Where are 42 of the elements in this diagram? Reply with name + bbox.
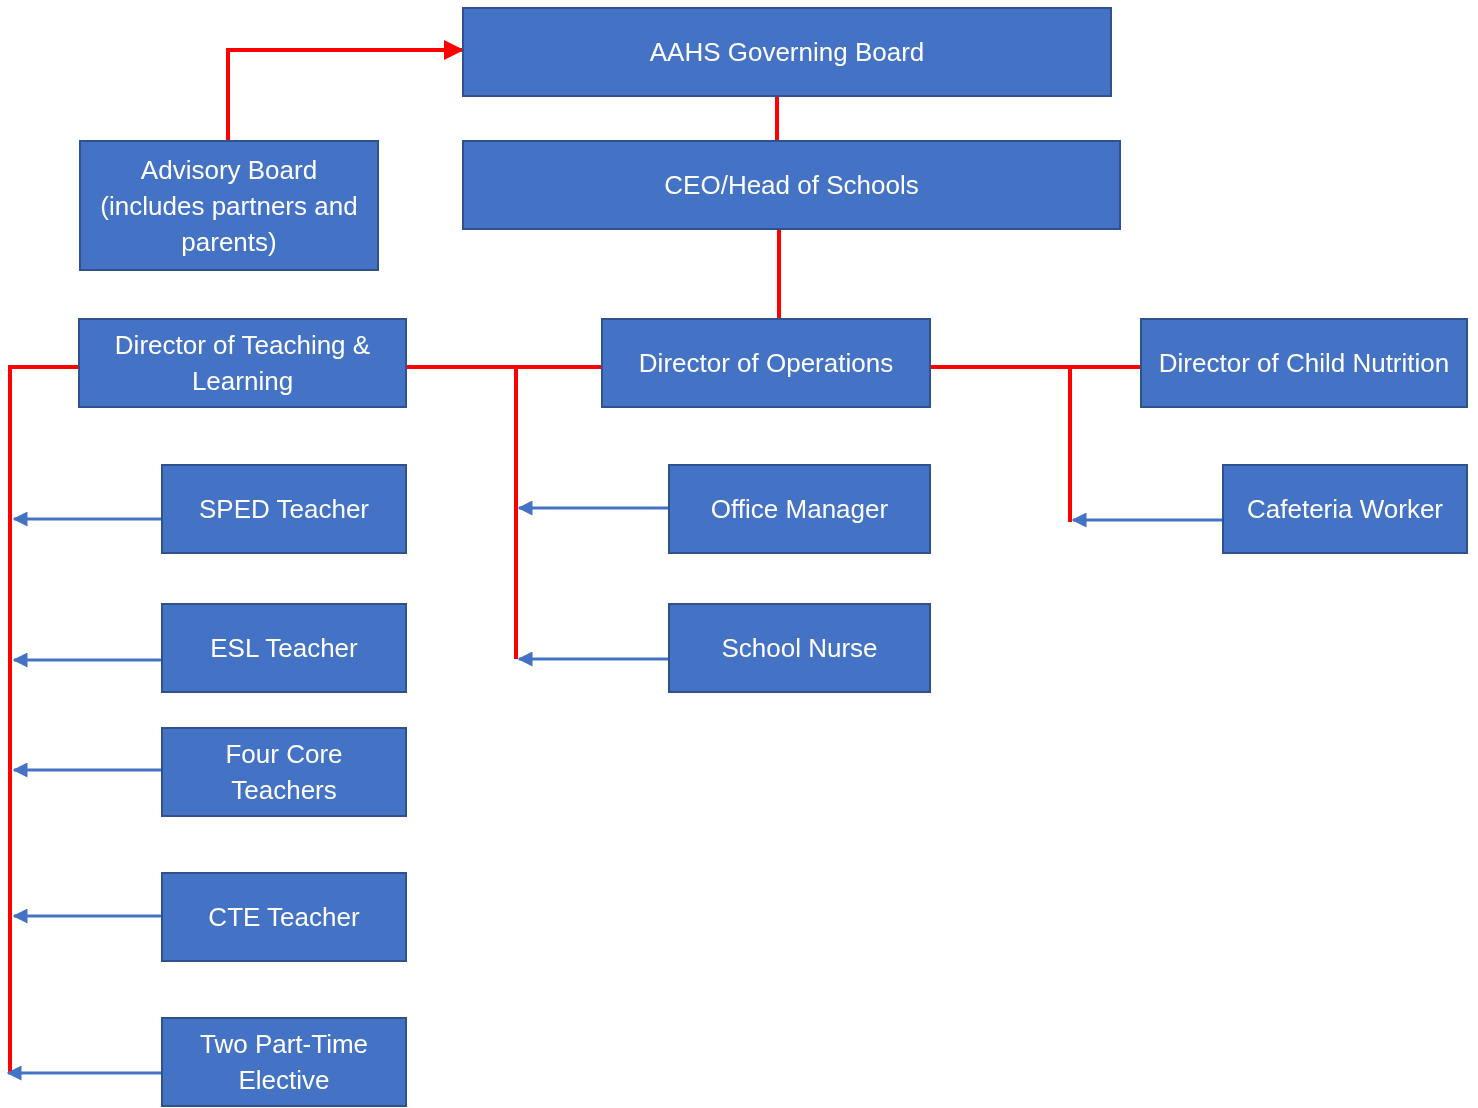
connector-line <box>777 230 781 318</box>
org-box <box>601 318 931 408</box>
arrow <box>517 500 668 516</box>
box-label: CEO/Head of Schools <box>663 169 920 202</box>
org-box <box>79 140 379 271</box>
arrow <box>226 40 464 140</box>
arrow <box>1071 512 1222 528</box>
box-label: School Nurse <box>720 632 879 665</box>
arrow <box>6 1065 161 1081</box>
org-box <box>161 464 407 554</box>
box-label: SPED Teacher <box>197 493 371 526</box>
org-box <box>1140 318 1468 408</box>
box-label: Office Manager <box>709 493 890 526</box>
org-box <box>668 464 931 554</box>
arrow <box>12 762 161 778</box>
org-box <box>161 872 407 962</box>
arrow <box>12 511 161 527</box>
box-label: AAHS Governing Board <box>648 36 926 69</box>
org-box <box>161 1017 407 1107</box>
org-box <box>462 140 1121 230</box>
box-label: CTE Teacher <box>207 901 361 934</box>
arrow <box>12 908 161 924</box>
connector-line <box>775 97 779 140</box>
org-box <box>78 318 407 408</box>
org-box <box>462 7 1112 97</box>
box-label: Director of Teaching & Learning <box>113 329 372 398</box>
org-box <box>668 603 931 693</box>
arrow <box>517 651 668 667</box>
org-box <box>161 727 407 817</box>
org-box <box>161 603 407 693</box>
box-label: Director of Operations <box>637 347 895 380</box>
box-label: Cafeteria Worker <box>1246 493 1444 526</box>
box-label: Advisory Board (includes partners and parents) <box>99 153 359 259</box>
box-label: Director of Child Nutrition <box>1157 347 1451 380</box>
box-label: ESL Teacher <box>209 632 359 665</box>
connector-line <box>514 365 601 659</box>
connector-line <box>1068 365 1140 522</box>
org-box <box>1222 464 1468 554</box>
box-label: Four Core Teachers <box>224 738 344 807</box>
box-label: Two Part-Time Elective <box>198 1028 370 1097</box>
arrow <box>12 652 161 668</box>
connector-line <box>8 365 78 1073</box>
